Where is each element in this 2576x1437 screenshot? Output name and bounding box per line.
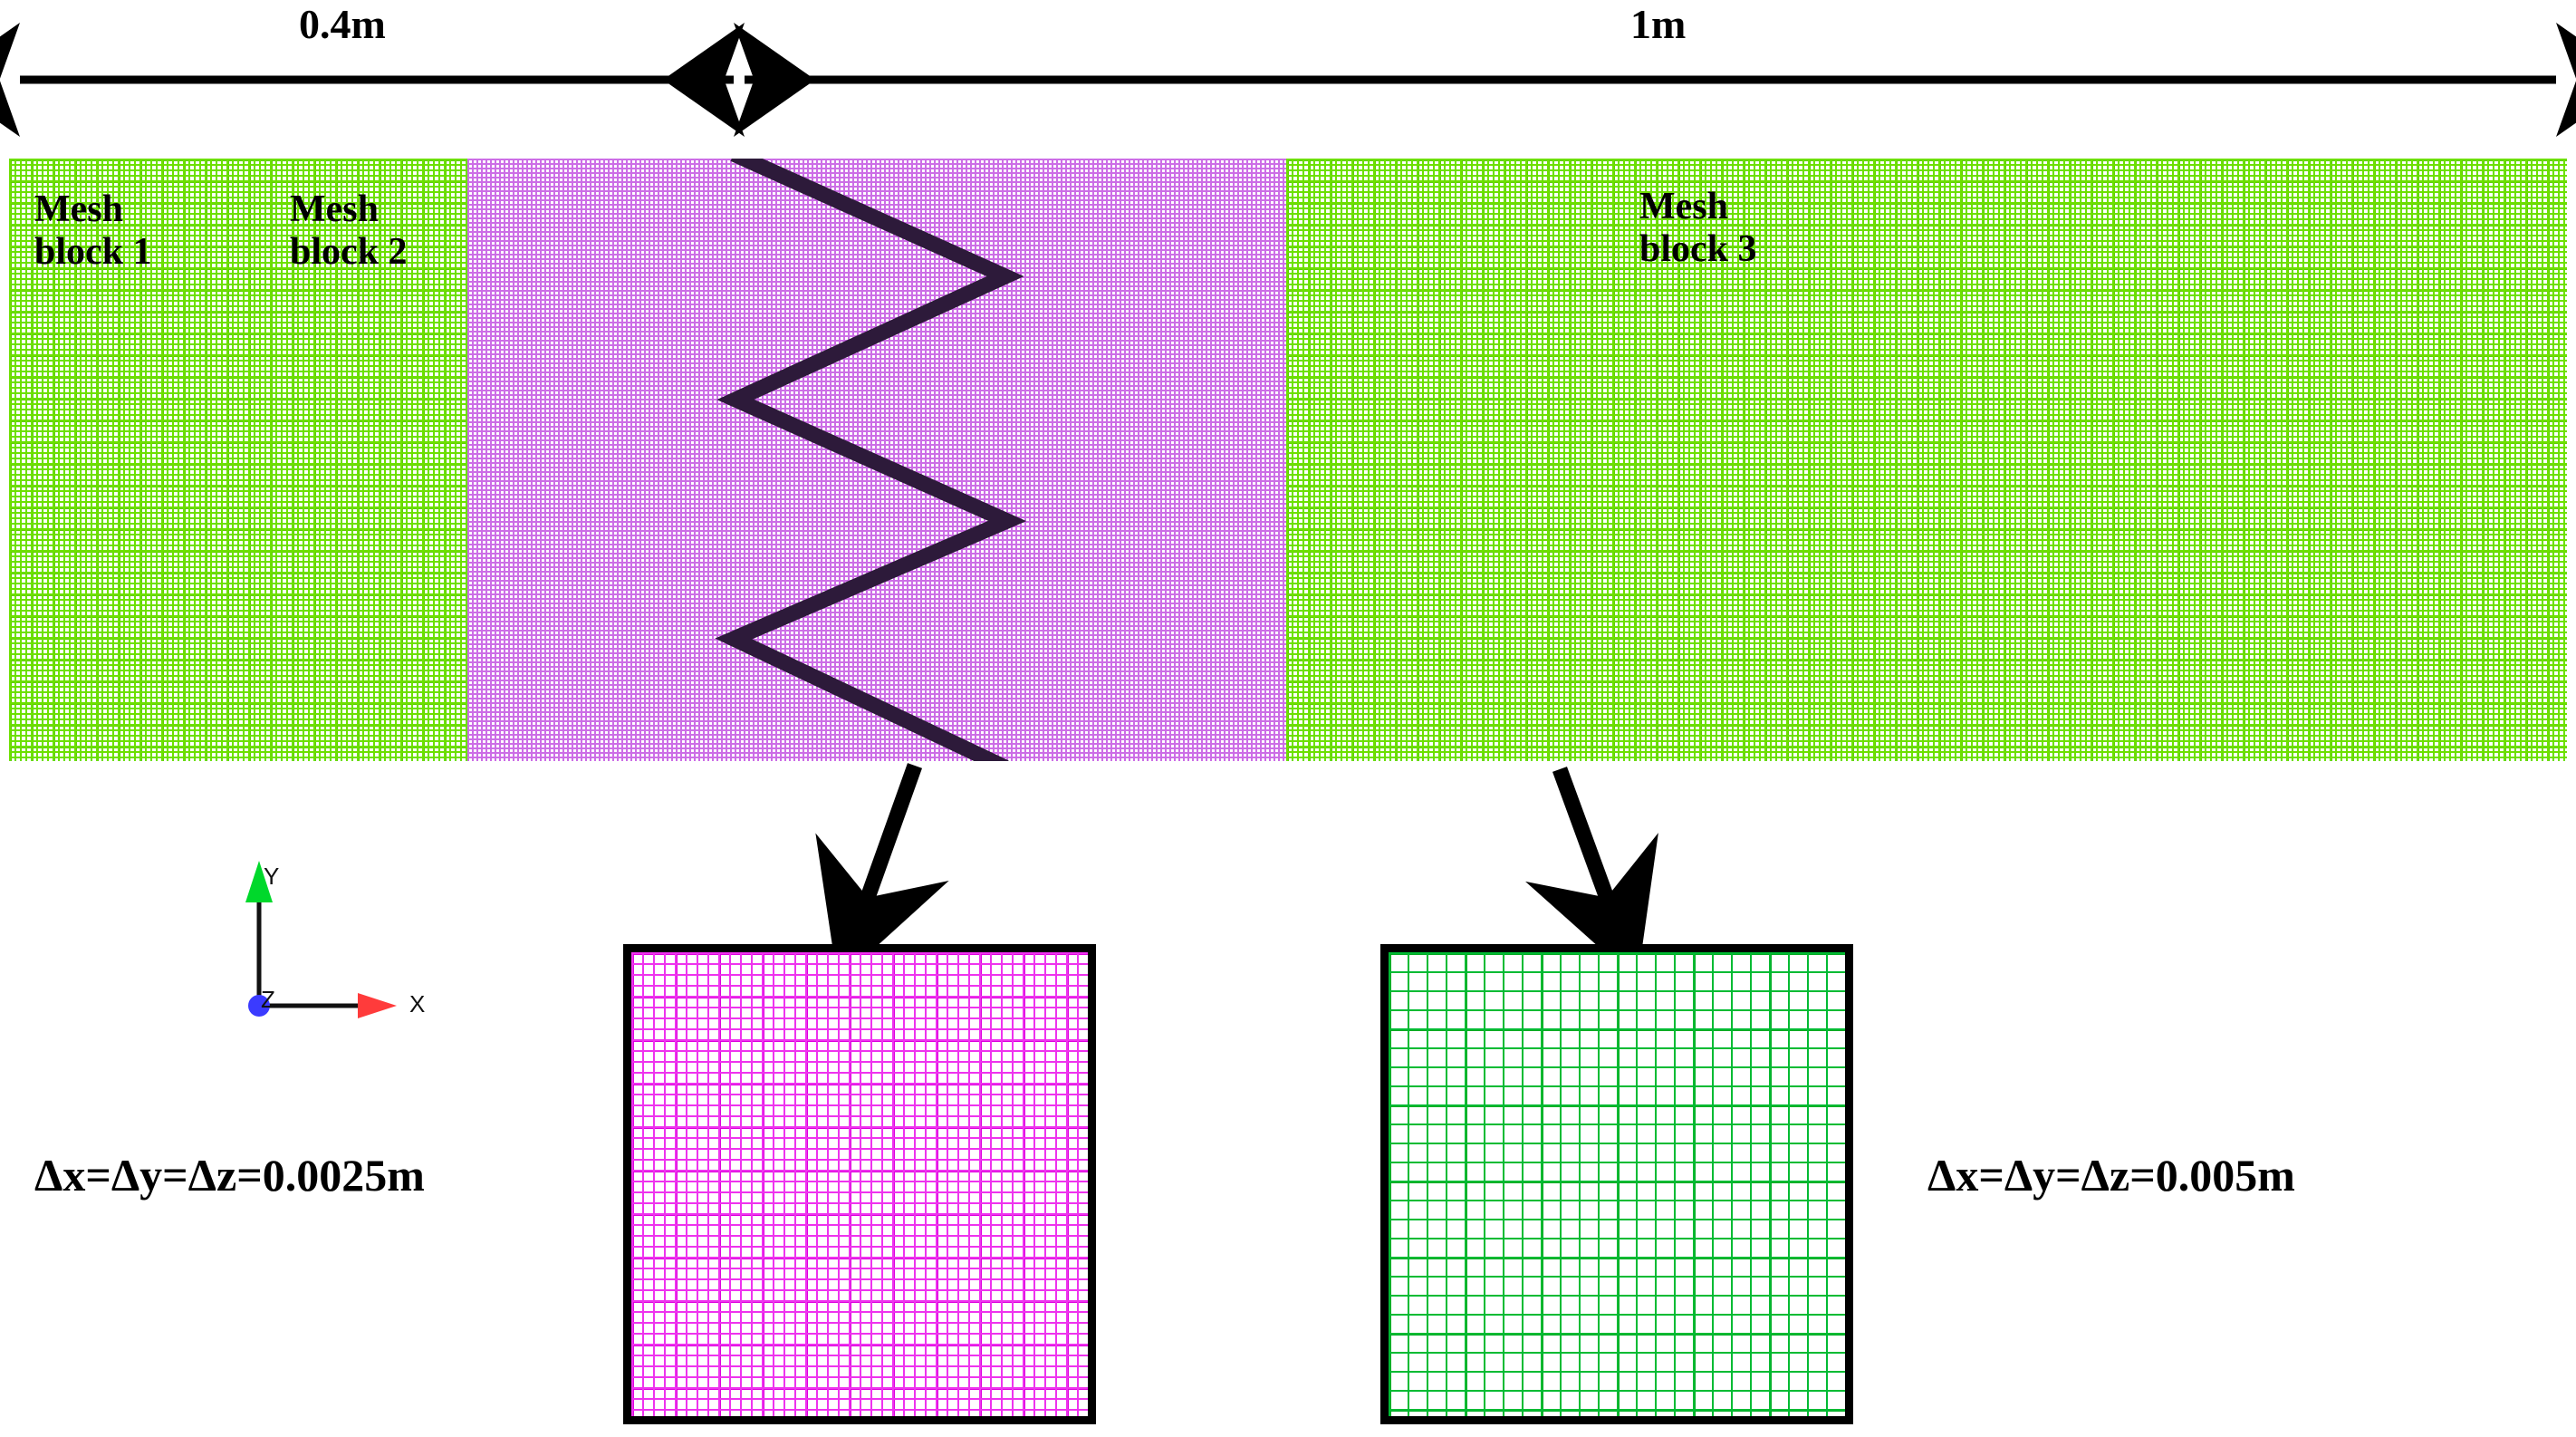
mesh-block-3-label: Mesh block 3 [1639,186,1757,271]
callout-arrow-to-fine-inset [815,763,949,982]
fine-mesh-inset-box [623,944,1096,1424]
x-axis-arrowhead [358,993,397,1018]
coarse-mesh-spacing-label: Δx=Δy=Δz=0.005m [1927,1150,2295,1201]
x-axis-label: X [409,990,426,1017]
mesh-block-1-region [9,159,467,761]
z-axis-label: Z [261,986,275,1013]
callout-arrow-to-coarse-inset [1525,767,1658,982]
y-axis-arrowhead [245,861,273,902]
mesh-block-3-region [1286,159,2567,761]
mesh-block-1-label: Mesh block 1 [34,188,152,274]
dimension-label-right: 1m [1630,1,1687,47]
dimension-label-left: 0.4m [299,1,386,47]
mesh-strip: Mesh block 1 Mesh block 2 Mesh block 3 [9,159,2567,761]
fine-mesh-spacing-label: Δx=Δy=Δz=0.0025m [34,1150,425,1201]
axis-triad [245,861,397,1018]
mesh-block-2-label: Mesh block 2 [290,188,408,274]
coarse-mesh-inset-box [1380,944,1853,1424]
coarse-mesh-inset-grid [1389,952,1845,1416]
y-axis-label: Y [264,863,280,890]
fine-mesh-inset-grid [631,952,1088,1416]
z-axis-origin-dot [248,995,270,1017]
